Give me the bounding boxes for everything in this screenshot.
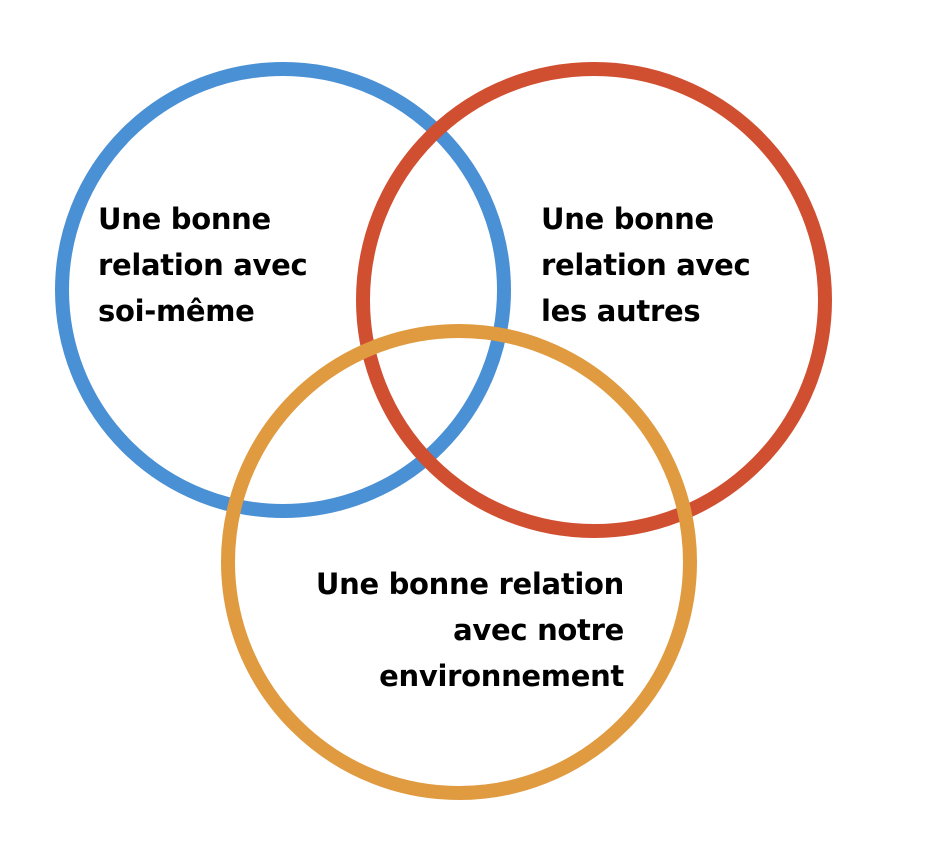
circle-environment <box>221 324 697 800</box>
label-others-line: Une bonne <box>541 202 714 236</box>
label-environment: Une bonne relation avec notre environnem… <box>270 561 624 699</box>
label-self: Une bonne relation avec soi-même <box>98 196 308 334</box>
label-others: Une bonne relation avec les autres <box>541 196 751 334</box>
label-environment-line: Une bonne relation <box>315 567 624 601</box>
label-others-line: les autres <box>541 294 701 328</box>
label-environment-line: environnement <box>379 659 624 693</box>
label-environment-line: avec notre <box>453 613 624 647</box>
circle-self <box>55 62 511 518</box>
circle-others <box>356 62 832 538</box>
label-self-line: Une bonne <box>98 202 271 236</box>
label-self-line: soi-même <box>98 294 255 328</box>
label-self-line: relation avec <box>98 248 308 282</box>
label-others-line: relation avec <box>541 248 751 282</box>
